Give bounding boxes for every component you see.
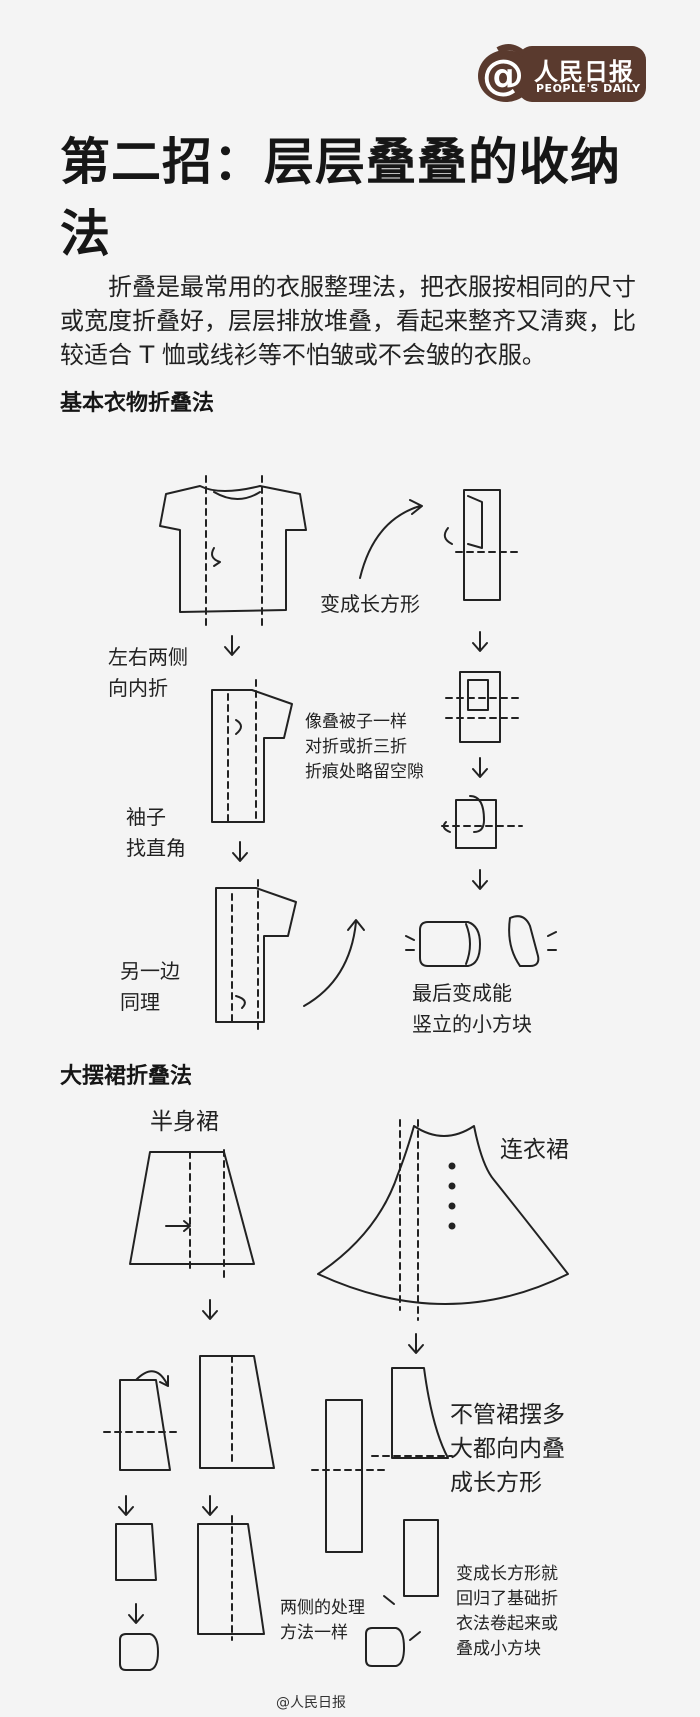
- label-fold-like-blanket: 像叠被子一样 对折或折三折 折痕处略留空隙: [305, 712, 424, 782]
- label-half-skirt: 半身裙: [150, 1109, 219, 1135]
- label-inward-rectangle: 不管裙摆多 大都向内叠 成长方形: [450, 1402, 565, 1496]
- dress-illustration: [317, 1119, 569, 1321]
- dress-fold-steps: [311, 1367, 453, 1667]
- label-both-sides-same: 两侧的处理 方法一样: [280, 1598, 365, 1643]
- arrow-down-icon: [472, 869, 488, 890]
- label-final-block: 最后变成能 竖立的小方块: [412, 981, 532, 1036]
- arrow-down-icon: [224, 635, 240, 656]
- square-fold: [445, 671, 521, 743]
- tshirt-fold-step-3: [215, 879, 297, 1031]
- roll-fold: [441, 795, 523, 849]
- label-fold-both-sides: 左右两侧 向内折: [108, 645, 188, 700]
- arrow-down-icon: [408, 1333, 424, 1354]
- label-becomes-rectangle: 变成长方形: [320, 592, 420, 616]
- arrow-down-icon: [472, 757, 488, 778]
- tshirt-fold-step-2: [211, 679, 293, 825]
- curved-arrow-icon: [303, 919, 365, 1007]
- final-blocks: [405, 915, 557, 967]
- arrow-down-icon: [232, 841, 248, 862]
- logo-name: 人民日报: [534, 58, 634, 86]
- logo-badge-shape: [478, 44, 646, 102]
- page-title: 第二招：层层叠叠的收纳法: [60, 133, 621, 263]
- label-back-to-basic: 变成长方形就 回归了基础折 衣法卷起来或 叠成小方块: [456, 1564, 558, 1659]
- skirt-fold-steps: [103, 1355, 275, 1671]
- curved-arrow-icon: [359, 499, 423, 579]
- rectangle-fold: [443, 489, 519, 601]
- intro-paragraph: 折叠是最常用的衣服整理法，把衣服按相同的尺寸或宽度折叠好，层层排放堆叠，看起来整…: [60, 273, 636, 369]
- logo-at-symbol: @: [482, 50, 524, 99]
- tshirt-illustration: [159, 475, 307, 627]
- logo-english-name: PEOPLE'S DAILY: [536, 82, 641, 95]
- peoples-daily-logo: @ 人民日报 PEOPLE'S DAILY: [478, 44, 648, 104]
- section-heading-basic-folding: 基本衣物折叠法: [60, 391, 215, 416]
- label-other-side: 另一边 同理: [120, 959, 180, 1014]
- half-skirt-illustration: [129, 1149, 255, 1281]
- label-dress: 连衣裙: [500, 1137, 569, 1163]
- arrow-down-icon: [202, 1299, 218, 1320]
- label-sleeve-right-angle: 袖子 找直角: [126, 805, 186, 860]
- arrow-down-icon: [472, 631, 488, 652]
- footer-watermark: @人民日报: [276, 1695, 346, 1711]
- section-heading-flared-skirt: 大摆裙折叠法: [60, 1064, 193, 1089]
